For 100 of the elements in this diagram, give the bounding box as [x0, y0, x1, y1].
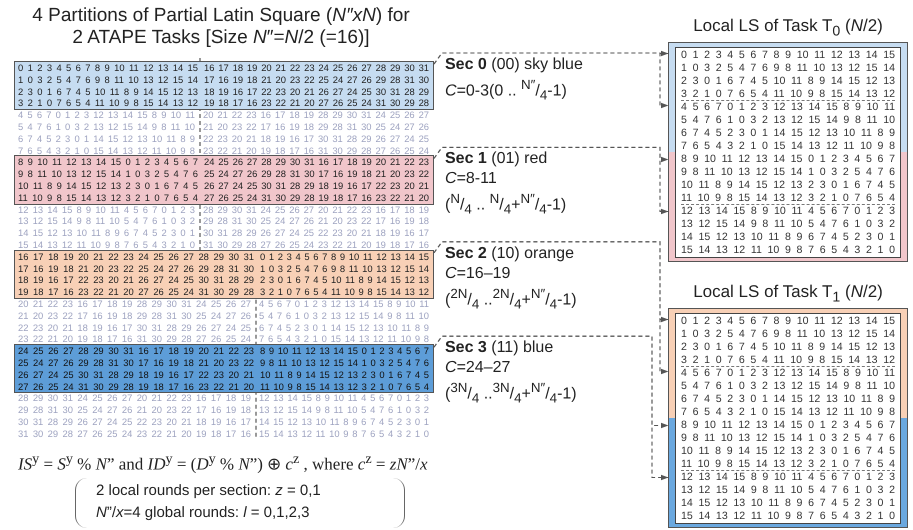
- number-sequence: 21 20 23 22 17 16 19 18 29 28 31 30 25 24 27 26: [203, 121, 429, 133]
- number-row: 10 11 8 9 14 15 12 13 2 3 0 1 6 7 4 5: [681, 445, 895, 458]
- section-formula: C=16–19: [445, 264, 512, 284]
- number-sequence: 20 21 22 23 16 17 18 19 28 29 30 31 24 25 26 27: [203, 109, 429, 121]
- section-formula: C=24–27: [445, 358, 512, 378]
- number-sequence: 31 30 29 28 27 26 25 24 23 22 21 20 19 18 17 16: [203, 239, 429, 251]
- number-sequence: 2 3 0 1 6 7 4 5 10 11 8 9 14 15 12 13: [18, 86, 198, 98]
- number-row: 6 7 4 5 2 3 0 1 14 15 12 13 10 11 8 9: [681, 127, 895, 140]
- number-row: 10 11 8 9 14 15 12 13 2 3 0 1 6 7 4 5: [681, 179, 895, 192]
- number-sequence: 17 16 19 18 21 20 23 22 25 24 27 26 29 28 31 30: [18, 262, 254, 274]
- number-row: 11 10 9 8 15 14 13 12 3 2 1 0 7 6 5 4: [681, 192, 895, 205]
- section-formula: ($^{3N}$/$_{4}$ ..$^{3N}$/$_{4}$+$^{N″}$/$_{4}$-1): [445, 379, 577, 408]
- number-sequence: 8 9 10 11 12 13 14 15 0 1 2 3 4 5 6 7: [260, 345, 429, 357]
- number-sequence: 13 12 15 14 9 8 11 10 5 4 7 6 1 0 3 2: [259, 404, 429, 416]
- number-row: 11 10 9 8 15 14 13 12 3 2 1 0 7 6 5 4: [681, 458, 895, 471]
- number-row: 15 14 13 12 11 10 9 8 7 6 5 4 3 2 1 0: [681, 510, 895, 523]
- number-row: 8 9 10 11 12 13 14 15 0 1 2 3 4 5 6 7: [681, 153, 895, 166]
- panel-title: Local LS of Task T$_{1}$ (N/2): [692, 281, 884, 308]
- number-sequence: 12 13 14 15 8 9 10 11 4 5 6 7 0 1 2 3: [18, 204, 195, 216]
- number-sequence: 11 10 9 8 15 14 13 12 3 2 1 0 7 6 5 4: [18, 192, 198, 204]
- diagram-title: 4 Partitions of Partial Latin Square (N″xN) for 2 ATAPE Tasks [Size N″=N/2 (=16)]: [31, 5, 411, 49]
- number-sequence: 3 2 1 0 7 6 5 4 11 10 9 8 15 14 13 12: [260, 286, 429, 298]
- highlighted-band: [14, 250, 434, 299]
- number-sequence: 30 31 28 29 26 27 24 25 22 23 20 21 18 19 16 17: [18, 416, 251, 428]
- number-sequence: 9 8 11 10 13 12 15 14 1 0 3 2 5 4 7 6: [260, 356, 429, 369]
- number-row: 13 12 15 14 9 8 11 10 5 4 7 6 1 0 3 2: [681, 218, 895, 231]
- note-text: 2 local rounds per section: z = 0,1: [96, 481, 322, 501]
- section-formula: C=0-3(0 .. $^{N″}$/$_{4}$-1): [445, 76, 568, 105]
- number-sequence: 1 0 3 2 5 4 7 6 9 8 11 10 13 12 15 14: [260, 262, 429, 274]
- number-row: 5 4 7 6 1 0 3 2 13 12 15 14 9 8 11 10: [681, 380, 895, 393]
- number-sequence: 23 22 21 20 19 18 17 16 31 30 29 28 27 26 25 24: [203, 144, 429, 156]
- number-sequence: 15 14 13 12 11 10 9 8 7 6 5 4 3 2 1 0: [259, 428, 429, 440]
- number-sequence: 29 28 31 30 25 24 27 26 21 20 23 22 17 16 19 18: [18, 404, 251, 416]
- number-row: 4 5 6 7 0 1 2 3 12 13 14 15 8 9 10 11: [681, 101, 895, 114]
- highlighted-band: [14, 155, 434, 205]
- number-sequence: 16 17 18 19 20 21 22 23 24 25 26 27 28 29 30 31: [204, 62, 429, 74]
- number-sequence: 11 10 9 8 15 14 13 12 3 2 1 0 7 6 5 4: [260, 380, 429, 392]
- dashed-arrow: [434, 52, 668, 108]
- dashed-arrow: [434, 241, 668, 374]
- section-formula: C=8-11: [445, 169, 498, 190]
- number-row: 13 12 15 14 9 8 11 10 5 4 7 6 1 0 3 2: [681, 484, 895, 497]
- number-row: 3 2 1 0 7 6 5 4 11 10 9 8 15 14 13 12: [681, 88, 895, 101]
- number-sequence: 2 3 0 1 6 7 4 5 10 11 8 9 14 15 12 13: [260, 274, 429, 286]
- number-sequence: 28 29 30 31 24 25 26 27 20 21 22 23 16 17 18 19: [203, 204, 429, 216]
- formula-text: IS$^{y}$ = S$^{y}$ % N” and ID$^{y}$ = (D$^{y}$ % N”) ⊕ c$^{z}$ , where c$^{z}$ = zN”/x: [18, 451, 428, 475]
- dashed-arrow: [434, 336, 668, 480]
- number-sequence: 10 11 8 9 14 15 12 13 2 3 0 1 6 7 4 5: [260, 368, 429, 381]
- section-heading: Sec 3 (11) blue: [445, 338, 554, 358]
- number-sequence: 24 25 26 27 28 29 30 31 16 17 18 19 20 21 22 23: [18, 345, 254, 357]
- number-row: 3 2 1 0 7 6 5 4 11 10 9 8 15 14 13 12: [681, 354, 895, 367]
- number-sequence: 16 17 18 19 20 21 22 23 24 25 26 27 28 29 30 31: [18, 250, 254, 263]
- number-sequence: 3 2 1 0 7 6 5 4 11 10 9 8 15 14 13 12: [18, 97, 198, 110]
- number-row: 15 14 13 12 11 10 9 8 7 6 5 4 3 2 1 0: [681, 244, 895, 257]
- number-row: 4 5 6 7 0 1 2 3 12 13 14 15 8 9 10 11: [681, 367, 895, 380]
- number-sequence: 5 4 7 6 1 0 3 2 13 12 15 14 9 8 11 10: [18, 121, 195, 133]
- number-row: 14 15 12 13 10 11 8 9 6 7 4 5 2 3 0 1: [681, 497, 895, 510]
- number-sequence: 9 8 11 10 13 12 15 14 1 0 3 2 5 4 7 6: [18, 168, 198, 180]
- section-heading: Sec 0 (00) sky blue: [445, 55, 583, 75]
- number-sequence: 7 6 5 4 3 2 1 0 15 14 13 12 11 10 9 8: [259, 333, 429, 346]
- number-row: 1 0 3 2 5 4 7 6 9 8 11 10 13 12 15 14: [681, 62, 895, 75]
- number-row: 14 15 12 13 10 11 8 9 6 7 4 5 2 3 0 1: [681, 231, 895, 244]
- number-row: 0 1 2 3 4 5 6 7 8 9 10 11 12 13 14 15: [681, 49, 895, 62]
- highlighted-band: [14, 344, 434, 394]
- number-sequence: 22 23 20 21 18 19 16 17 30 31 28 29 26 27 24 25: [18, 322, 251, 334]
- number-sequence: 4 5 6 7 0 1 2 3 12 13 14 15 8 9 10 11: [18, 109, 195, 121]
- number-sequence: 6 7 4 5 2 3 0 1 14 15 12 13 10 11 8 9: [259, 322, 429, 334]
- number-sequence: 5 4 7 6 1 0 3 2 13 12 15 14 9 8 11 10: [259, 310, 429, 322]
- number-sequence: 27 26 25 24 31 30 29 28 19 18 17 16 23 22 21 20: [204, 192, 429, 204]
- number-sequence: 20 21 22 23 16 17 18 19 28 29 30 31 24 25 26 27: [18, 298, 251, 310]
- number-row: 5 4 7 6 1 0 3 2 13 12 15 14 9 8 11 10: [681, 114, 895, 127]
- number-sequence: 30 31 28 29 26 27 24 25 22 23 20 21 18 19 16 17: [203, 227, 429, 239]
- number-sequence: 7 6 5 4 3 2 1 0 15 14 13 12 11 10 9 8: [18, 144, 195, 156]
- number-sequence: 19 18 17 16 23 22 21 20 27 26 25 24 31 30 29 28: [204, 97, 429, 110]
- number-sequence: 23 22 21 20 19 18 17 16 31 30 29 28 27 26 25 24: [18, 333, 251, 346]
- number-sequence: 17 16 19 18 21 20 23 22 25 24 27 26 29 28 31 30: [204, 74, 429, 86]
- number-row: 9 8 11 10 13 12 15 14 1 0 3 2 5 4 7 6: [681, 432, 895, 445]
- panel-title: Local LS of Task T$_{0}$ (N/2): [692, 15, 884, 42]
- number-sequence: 31 30 29 28 27 26 25 24 23 22 21 20 19 18 17 16: [18, 428, 251, 440]
- number-sequence: 19 18 17 16 23 22 21 20 27 26 25 24 31 30 29 28: [18, 286, 254, 298]
- number-sequence: 15 14 13 12 11 10 9 8 7 6 5 4 3 2 1 0: [18, 239, 195, 251]
- number-sequence: 22 23 20 21 18 19 16 17 30 31 28 29 26 27 24 25: [203, 132, 429, 145]
- number-sequence: 26 27 24 25 30 31 28 29 18 19 16 17 22 23 20 21: [18, 368, 254, 381]
- number-sequence: 28 29 30 31 24 25 26 27 20 21 22 23 16 17 18 19: [18, 392, 251, 404]
- number-sequence: 27 26 25 24 31 30 29 28 19 18 17 16 23 22 21 20: [18, 380, 254, 392]
- number-sequence: 18 19 16 17 22 23 20 21 26 27 24 25 30 31 28 29: [18, 274, 254, 286]
- number-sequence: 12 13 14 15 8 9 10 11 4 5 6 7 0 1 2 3: [259, 392, 429, 404]
- number-sequence: 21 20 23 22 17 16 19 18 29 28 31 30 25 24 27 26: [18, 310, 251, 322]
- number-sequence: 24 25 26 27 28 29 30 31 16 17 18 19 20 21 22 23: [204, 156, 429, 168]
- section-formula: ($^{N}$/$_{4}$ .. $^{N}$/$_{4}$+$^{N″}$/$_{4}$-1): [445, 190, 566, 219]
- number-row: 9 8 11 10 13 12 15 14 1 0 3 2 5 4 7 6: [681, 166, 895, 179]
- number-row: 0 1 2 3 4 5 6 7 8 9 10 11 12 13 14 15: [681, 315, 895, 328]
- number-sequence: 25 24 27 26 29 28 31 30 17 16 19 18 21 20 23 22: [18, 356, 254, 369]
- number-sequence: 29 28 31 30 25 24 27 26 21 20 23 22 17 16 19 18: [203, 215, 429, 228]
- number-sequence: 0 1 2 3 4 5 6 7 8 9 10 11 12 13 14 15: [260, 250, 429, 263]
- number-sequence: 25 24 27 26 29 28 31 30 17 16 19 18 21 20 23 22: [204, 168, 429, 180]
- number-row: 7 6 5 4 3 2 1 0 15 14 13 12 11 10 9 8: [681, 140, 895, 153]
- number-sequence: 14 15 12 13 10 11 8 9 6 7 4 5 2 3 0 1: [259, 416, 429, 428]
- number-sequence: 6 7 4 5 2 3 0 1 14 15 12 13 10 11 8 9: [18, 132, 195, 145]
- number-sequence: 26 27 24 25 30 31 28 29 18 19 16 17 22 23 20 21: [204, 180, 429, 192]
- number-row: 2 3 0 1 6 7 4 5 10 11 8 9 14 15 12 13: [681, 341, 895, 354]
